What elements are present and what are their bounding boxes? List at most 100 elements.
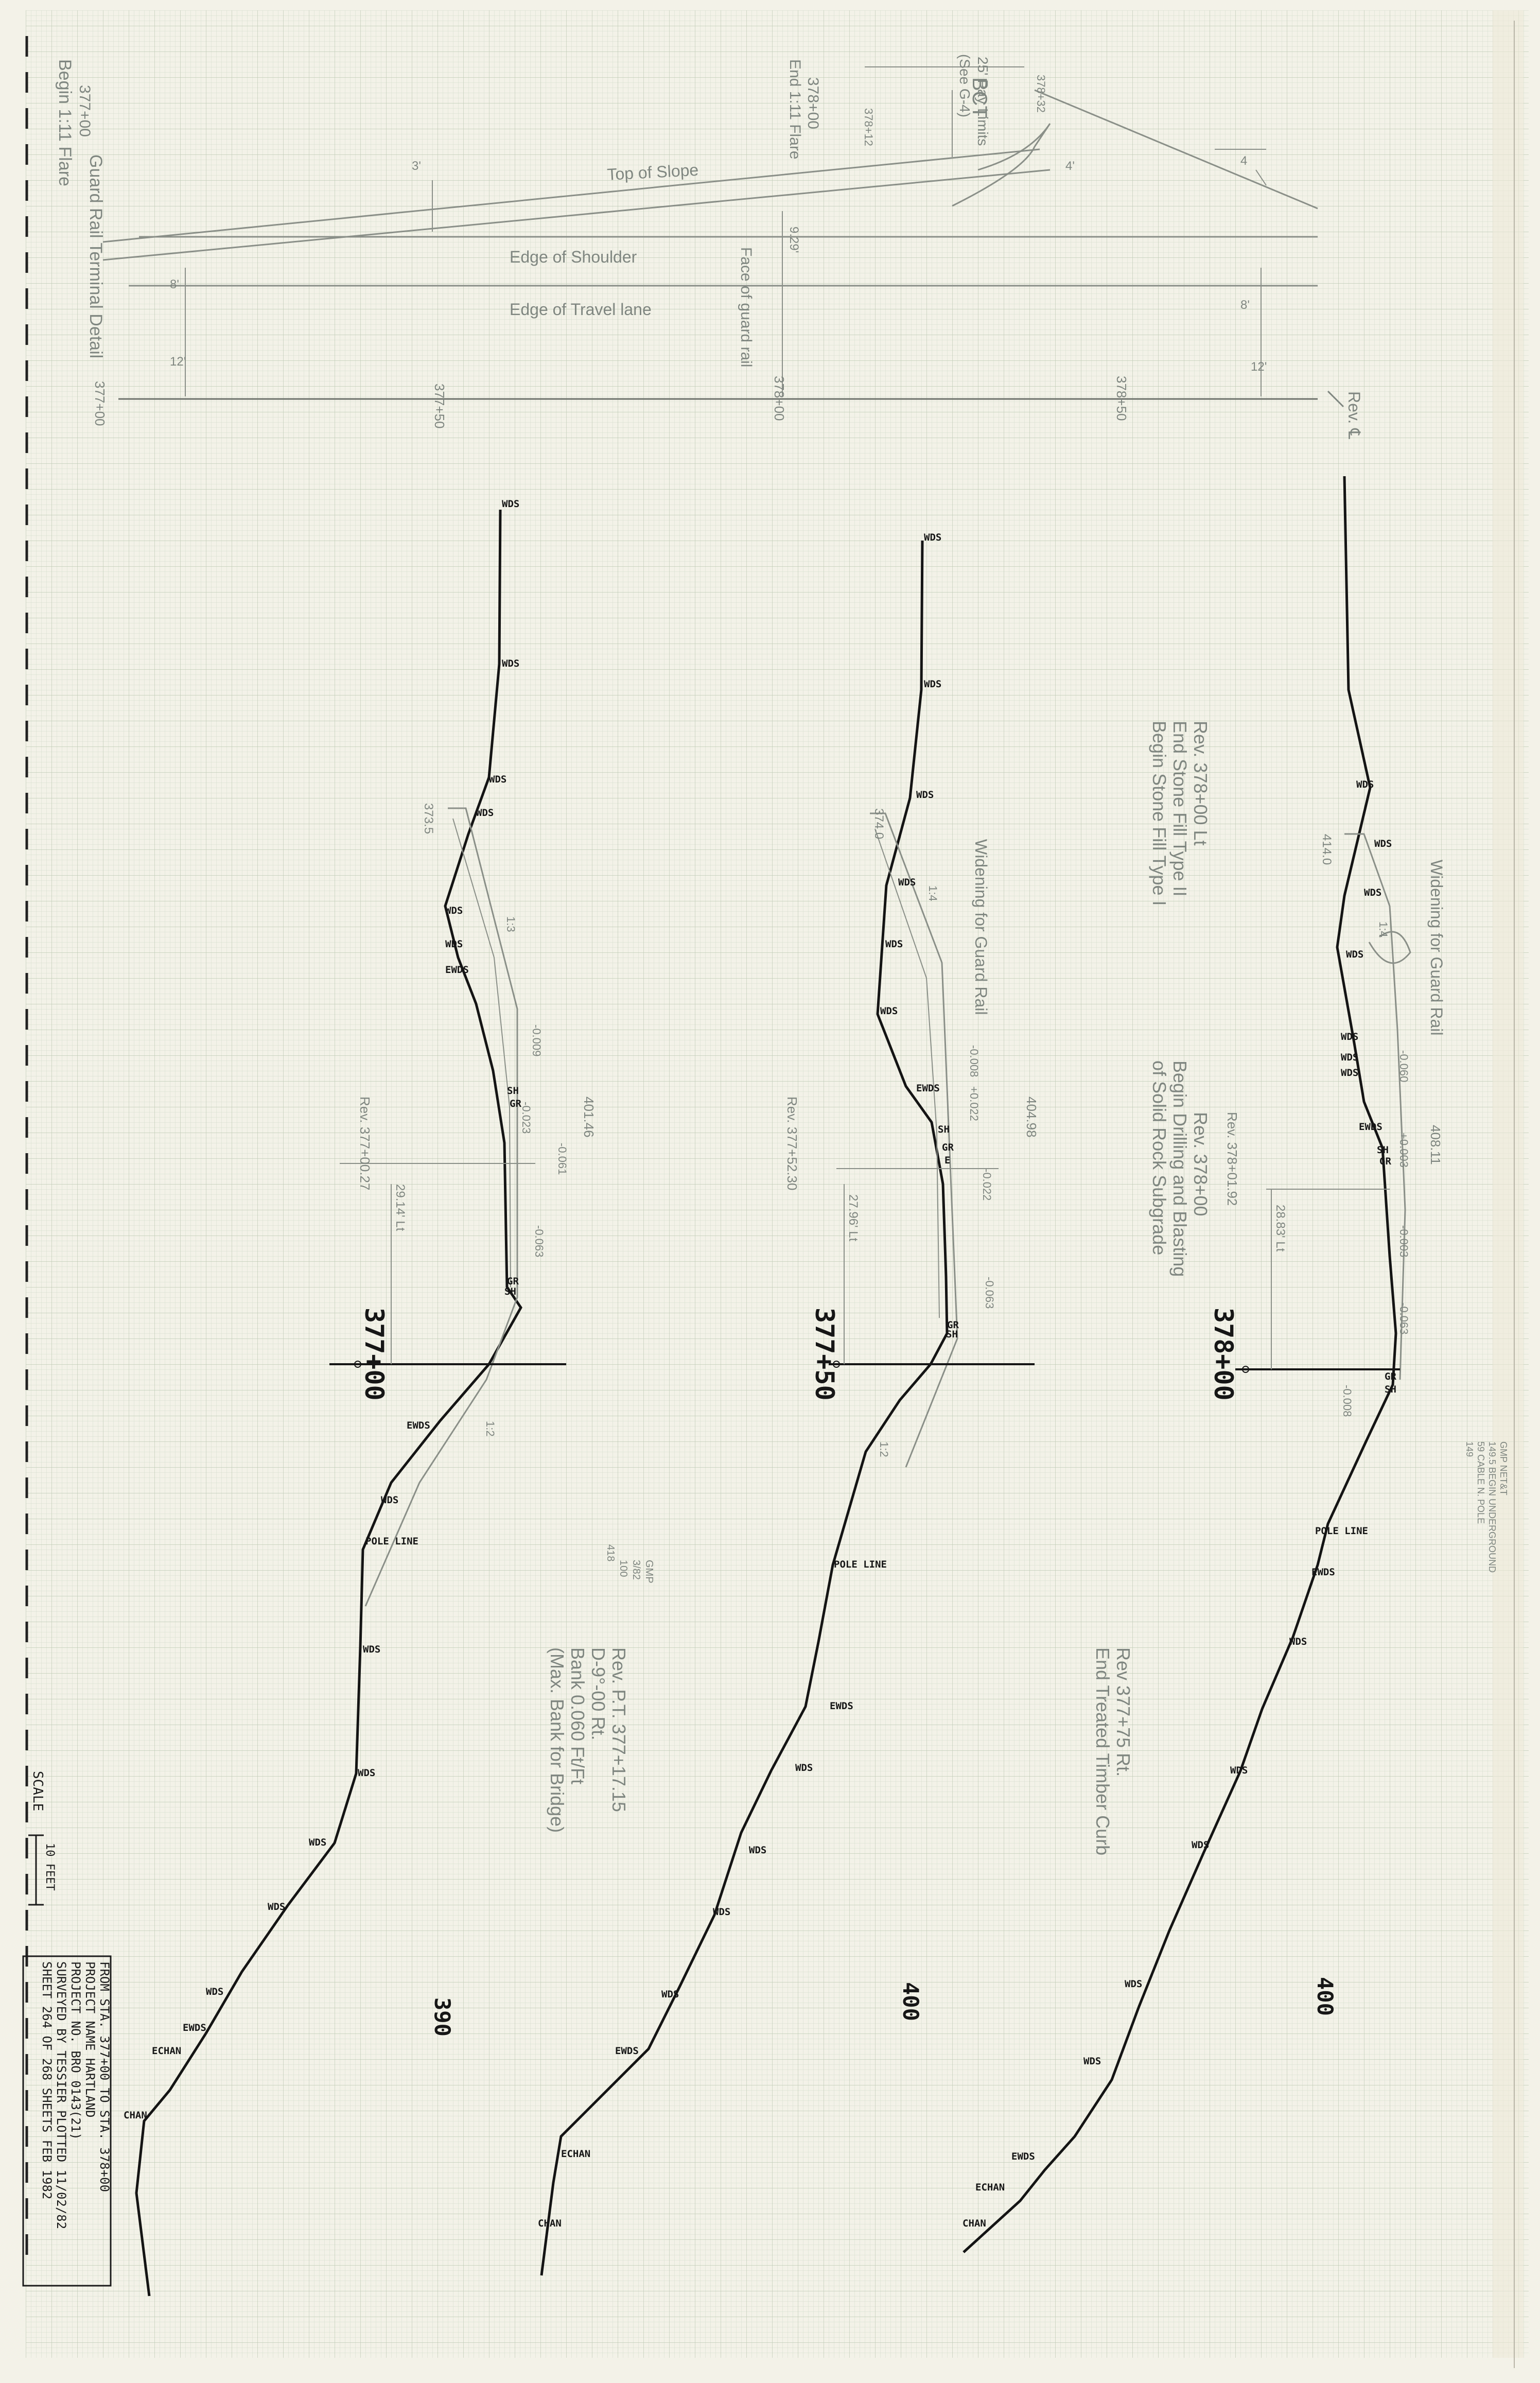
section-2-label-bottom-7: EWDS [615, 2045, 639, 2057]
section-1-template-inner [452, 818, 511, 1288]
section-3-label-bottom-5: WDS [1192, 1839, 1209, 1851]
section-1-rev-note: Rev. 377+00.27 [357, 1097, 373, 1190]
plan-begin-flare-station: 377+00 [76, 85, 93, 137]
section-1-station: 377+00 [359, 1308, 389, 1401]
title-block: SCALE 10 FEET FROM STA. 377+00 TO STA. 3… [22, 1771, 112, 2287]
section-2-value-2: +0.022 [968, 1086, 981, 1121]
title-project-name: PROJECT NAME HARTLAND [83, 1961, 97, 2117]
plan-dim-8b: 8' [1240, 298, 1250, 312]
note-gmp2-3: 59 CABLE N. POLE [1476, 1441, 1486, 1524]
note-bank-2: D-9°-00 Rt. [588, 1647, 609, 1740]
section-3-ground-profile [962, 476, 1397, 2253]
scale-label: SCALE [30, 1771, 45, 1811]
paper-edge [1493, 10, 1524, 2358]
section-3-cl-mark [1242, 1366, 1249, 1373]
title-block-frame [22, 1955, 112, 2287]
section-1-label-top-3: WDS [489, 774, 506, 785]
section-3-label-top-10: GR [1379, 1156, 1391, 1167]
section-3-grade: 408.11 [1428, 1125, 1443, 1165]
section-2-label-top-7: EWDS [916, 1083, 940, 1094]
section-2-label-top-3: WDS [916, 789, 934, 801]
section-3-station: 378+00 [1209, 1308, 1238, 1401]
section-3-value-4: -0.063 [1397, 1302, 1410, 1334]
section-1-ground-profile [135, 509, 522, 2297]
plan-dim-929: 9.29' [787, 227, 801, 253]
plan-end-flare-station: 378+00 [804, 77, 821, 129]
plan-cl-symbol [1327, 390, 1344, 408]
section-3-label-bottom-3: WDS [1289, 1636, 1307, 1647]
section-2-template [870, 812, 958, 1468]
section-3-label-bottom-8: EWDS [1011, 2151, 1035, 2162]
section-3-value-2: +0.003 [1397, 1133, 1410, 1168]
section-3-value-5: -0.008 [1341, 1385, 1354, 1417]
section-3-label-top-5: WDS [1341, 1031, 1358, 1042]
section-2-label-bottom-6: WDS [661, 1989, 679, 2000]
section-2-cl-mark [833, 1361, 840, 1368]
plan-title: Guard Rail Terminal Detail [86, 154, 106, 358]
plan-dim-4: 4' [1065, 159, 1075, 173]
plan-dim-4b: 4 [1240, 154, 1247, 168]
note-timber-curb-2: End Treated Timber Curb [1092, 1647, 1113, 1855]
section-1-label-top-4: WDS [476, 807, 494, 819]
section-2-grade: 404.98 [1024, 1097, 1039, 1138]
plan-slope-line [1034, 89, 1318, 210]
plan-face-of-guard-rail: Face of guard rail [738, 247, 755, 367]
section-3-label-bottom-4: WDS [1230, 1765, 1248, 1776]
plan-top-of-slope [102, 169, 1051, 261]
section-1-label-top-2: WDS [502, 658, 519, 669]
plan-dim-3: 3' [412, 159, 421, 173]
section-2-slope-a: 1:4 [926, 885, 939, 901]
plan-dim-12b: 12' [1251, 360, 1267, 374]
section-2-grade-low: 374.0 [872, 808, 886, 839]
section-2-value-1: -0.008 [968, 1045, 981, 1077]
section-2-label-bottom-9: CHAN [538, 2218, 562, 2229]
section-377-00: 377+00 390 Rev. 377+00.27 401.46 373.5 2… [124, 498, 597, 2297]
plan-dim-4-tick [1255, 169, 1267, 186]
section-3-offset: 28.83' Lt [1273, 1205, 1287, 1252]
section-1-cl-mark [354, 1361, 361, 1368]
section-3-label-top-2: WDS [1374, 838, 1392, 849]
section-1-value-3: -0.063 [533, 1225, 546, 1257]
section-2-rev-note: Rev. 377+52.30 [784, 1097, 800, 1190]
section-3-slope-a: 1:4 [1377, 921, 1390, 937]
section-1-label-bottom-6: WDS [309, 1837, 326, 1848]
section-1-label-top-11: GR [507, 1276, 519, 1287]
section-1-label-bottom-10: ECHAN [152, 2045, 181, 2057]
plan-bct-ref: (See G-4) [957, 54, 973, 117]
plan-dim-8a: 8' [170, 277, 179, 291]
section-3-scale-mark: 400 [1312, 1977, 1338, 2016]
section-3-label-top-1: WDS [1356, 779, 1374, 790]
section-2-label-bottom-4: WDS [749, 1845, 766, 1856]
plan-bct: BCT [968, 77, 991, 118]
plan-bct-curve [952, 123, 1051, 207]
title-surveyed-by: SURVEYED BY TESSIER PLOTTED 11/02/82 [54, 1961, 68, 2229]
title-project-no: PROJECT NO. BRO 0143(21) [68, 1961, 83, 2140]
section-3-template [1344, 833, 1406, 1380]
section-1-slope-a: 1:3 [504, 916, 517, 932]
section-2-slope-b: 1:2 [878, 1441, 890, 1457]
plan-station-378-00: 378+00 [772, 376, 787, 421]
section-3-label-top-4: WDS [1346, 949, 1363, 960]
plan-dim-12a: 12' [170, 355, 186, 369]
section-1-label-top-5: WDS [445, 905, 463, 916]
plan-station-377-00: 377+00 [92, 381, 108, 426]
section-3-label-top-11: GR [1385, 1371, 1396, 1382]
section-1-label-bottom-1: EWDS [407, 1420, 430, 1431]
notes: Rev. 378+00 Lt End Stone Fill Type II Be… [547, 721, 1509, 1855]
section-3-grade-low: 414.0 [1320, 834, 1334, 865]
section-3-value-3: -0.003 [1397, 1225, 1410, 1257]
section-2-label-bottom-5: WDS [713, 1906, 730, 1918]
section-3-label-top-6: WDS [1341, 1052, 1358, 1063]
section-1-label-bottom-9: EWDS [183, 2022, 206, 2033]
section-1-label-top-9: GR [510, 1098, 521, 1109]
section-2-value-3: -0.022 [981, 1169, 993, 1201]
section-3-widening-arrow [1368, 931, 1411, 964]
section-3-label-bottom-1: POLE LINE [1315, 1525, 1368, 1537]
section-2-template-inner [874, 828, 940, 1318]
section-3-label-top-8: EWDS [1359, 1121, 1382, 1133]
section-1-label-bottom-4: WDS [363, 1644, 380, 1655]
section-1-label-bottom-7: WDS [268, 1901, 285, 1912]
section-3-label-bottom-7: WDS [1083, 2056, 1101, 2067]
